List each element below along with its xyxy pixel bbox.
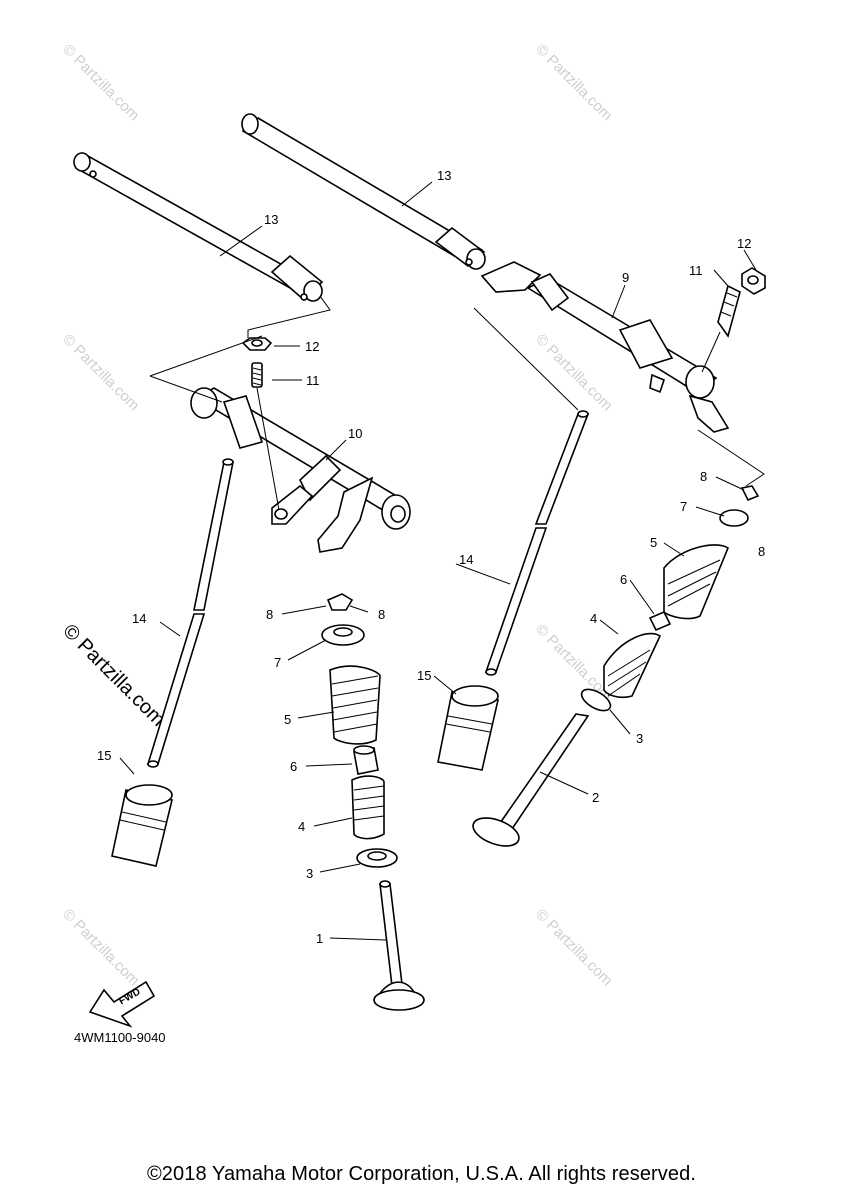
callout-9: 9 xyxy=(622,270,629,285)
diagram-code: 4WM1100-9040 xyxy=(74,1030,166,1045)
callout-10: 10 xyxy=(348,426,362,441)
callout-15: 15 xyxy=(97,748,111,763)
right-valve-stack xyxy=(472,485,760,847)
callout-5: 5 xyxy=(650,535,657,550)
part-14-left-pushrod xyxy=(146,458,234,768)
leader-lines xyxy=(119,181,757,941)
center-valve-stack xyxy=(321,593,425,1011)
part-13-left-rod xyxy=(73,152,324,302)
callout-1: 1 xyxy=(316,931,323,946)
watermark: © Partzilla.com xyxy=(532,331,615,414)
callout-4: 4 xyxy=(590,611,597,626)
callout-3: 3 xyxy=(636,731,643,746)
callout-5: 5 xyxy=(284,712,291,727)
watermark: © Partzilla.com xyxy=(59,41,142,124)
watermark-large: © Partzilla.com xyxy=(58,620,169,731)
part-9-rocker-arm xyxy=(480,261,730,433)
callouts: 13 13 9 12 11 12 11 10 8 7 8 5 6 4 3 2 1… xyxy=(97,168,765,946)
fwd-arrow-icon: FWD xyxy=(88,980,156,1028)
callout-8: 8 xyxy=(378,607,385,622)
reference-lines xyxy=(149,295,765,487)
part-14-right-pushrod xyxy=(484,410,590,676)
callout-2: 2 xyxy=(592,790,599,805)
part-10-rocker-arm xyxy=(190,387,411,553)
callout-12: 12 xyxy=(737,236,751,251)
part-13-right-rod xyxy=(241,113,486,270)
callout-3: 3 xyxy=(306,866,313,881)
callout-8: 8 xyxy=(700,469,707,484)
callout-13: 13 xyxy=(264,212,278,227)
part-11-12-right xyxy=(701,267,766,373)
callout-7: 7 xyxy=(274,655,281,670)
callout-11: 11 xyxy=(306,373,320,388)
part-15-right-tappet xyxy=(437,685,499,771)
callout-11: 11 xyxy=(689,263,703,278)
watermark: © Partzilla.com xyxy=(59,906,142,989)
callout-14: 14 xyxy=(132,611,146,626)
callout-6: 6 xyxy=(290,759,297,774)
watermark: © Partzilla.com xyxy=(532,621,615,704)
callout-7: 7 xyxy=(680,499,687,514)
callout-6: 6 xyxy=(620,572,627,587)
callout-4: 4 xyxy=(298,819,305,834)
callout-15: 15 xyxy=(417,668,431,683)
watermark: © Partzilla.com xyxy=(59,331,142,414)
callout-8: 8 xyxy=(758,544,765,559)
callout-14: 14 xyxy=(459,552,473,567)
copyright-notice: ©2018 Yamaha Motor Corporation, U.S.A. A… xyxy=(146,1163,697,1185)
callout-8: 8 xyxy=(266,607,273,622)
callout-13: 13 xyxy=(437,168,451,183)
part-15-left-tappet xyxy=(111,784,173,867)
callout-12: 12 xyxy=(305,339,319,354)
watermark: © Partzilla.com xyxy=(532,906,615,989)
watermark: © Partzilla.com xyxy=(532,41,615,124)
part-11-12-left xyxy=(241,337,280,511)
